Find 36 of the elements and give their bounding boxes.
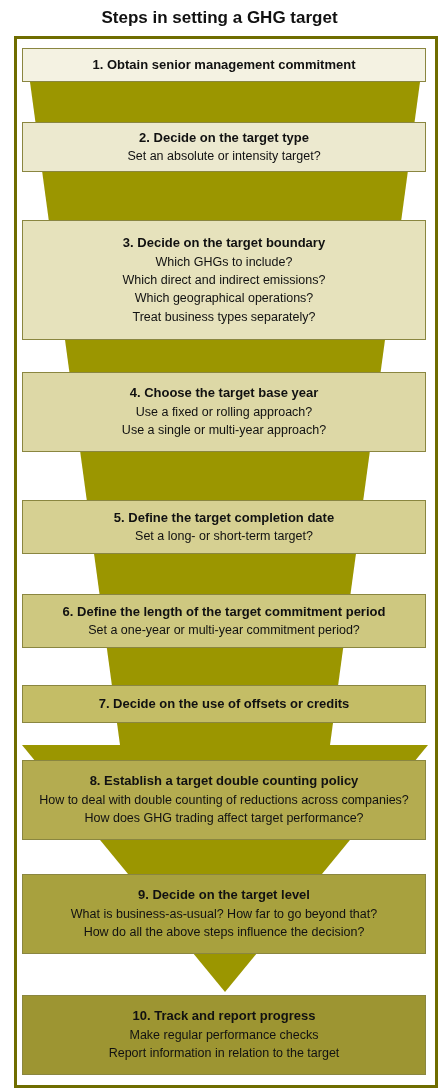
- step-question: Which direct and indirect emissions?: [122, 272, 326, 290]
- step-question: Which geographical operations?: [134, 290, 314, 308]
- step-box: [22, 874, 426, 954]
- step-heading: 8. Establish a target double counting policy: [89, 772, 359, 791]
- step-box: [22, 122, 426, 172]
- step-box: [22, 685, 426, 723]
- step-box: [22, 760, 426, 840]
- step-heading: 4. Choose the target base year: [129, 384, 319, 403]
- step-question: Report information in relation to the target: [108, 1045, 340, 1063]
- step-box: [22, 500, 426, 554]
- step-question: What is business-as-usual? How far to go beyond that?: [70, 906, 378, 924]
- step-box: [22, 220, 426, 340]
- step-question: Which GHGs to include?: [155, 254, 293, 272]
- step-heading: 7. Decide on the use of offsets or credits: [98, 694, 350, 713]
- step-question: How to deal with double counting of reductions across companies?: [39, 792, 409, 810]
- step-box: [22, 48, 426, 82]
- step-heading: 5. Define the target completion date: [113, 508, 335, 527]
- step-question: Treat business types separately?: [132, 308, 316, 326]
- step-box: [22, 995, 426, 1075]
- step-question: Use a fixed or rolling approach?: [135, 404, 313, 422]
- step-question: How do all the above steps influence the decision?: [83, 924, 365, 942]
- diagram-title: Steps in setting a GHG target: [100, 8, 339, 28]
- step-question: Use a single or multi-year approach?: [121, 422, 327, 440]
- step-question: Set a one-year or multi-year commitment period?: [88, 622, 360, 640]
- step-heading: 3. Decide on the target boundary: [122, 234, 326, 253]
- step-heading: 6. Define the length of the target commitment period: [62, 602, 386, 621]
- step-question: Set a long- or short-term target?: [135, 528, 313, 546]
- step-heading: 10. Track and report progress: [132, 1007, 316, 1026]
- step-heading: 2. Decide on the target type: [139, 128, 309, 147]
- step-question: Make regular performance checks: [129, 1027, 319, 1045]
- step-question: Set an absolute or intensity target?: [127, 148, 321, 166]
- step-box: [22, 372, 426, 452]
- step-heading: 9. Decide on the target level: [138, 886, 310, 905]
- step-heading: 1. Obtain senior management commitment: [92, 55, 356, 74]
- step-question: How does GHG trading affect target performance?: [84, 810, 364, 828]
- step-box: [22, 594, 426, 648]
